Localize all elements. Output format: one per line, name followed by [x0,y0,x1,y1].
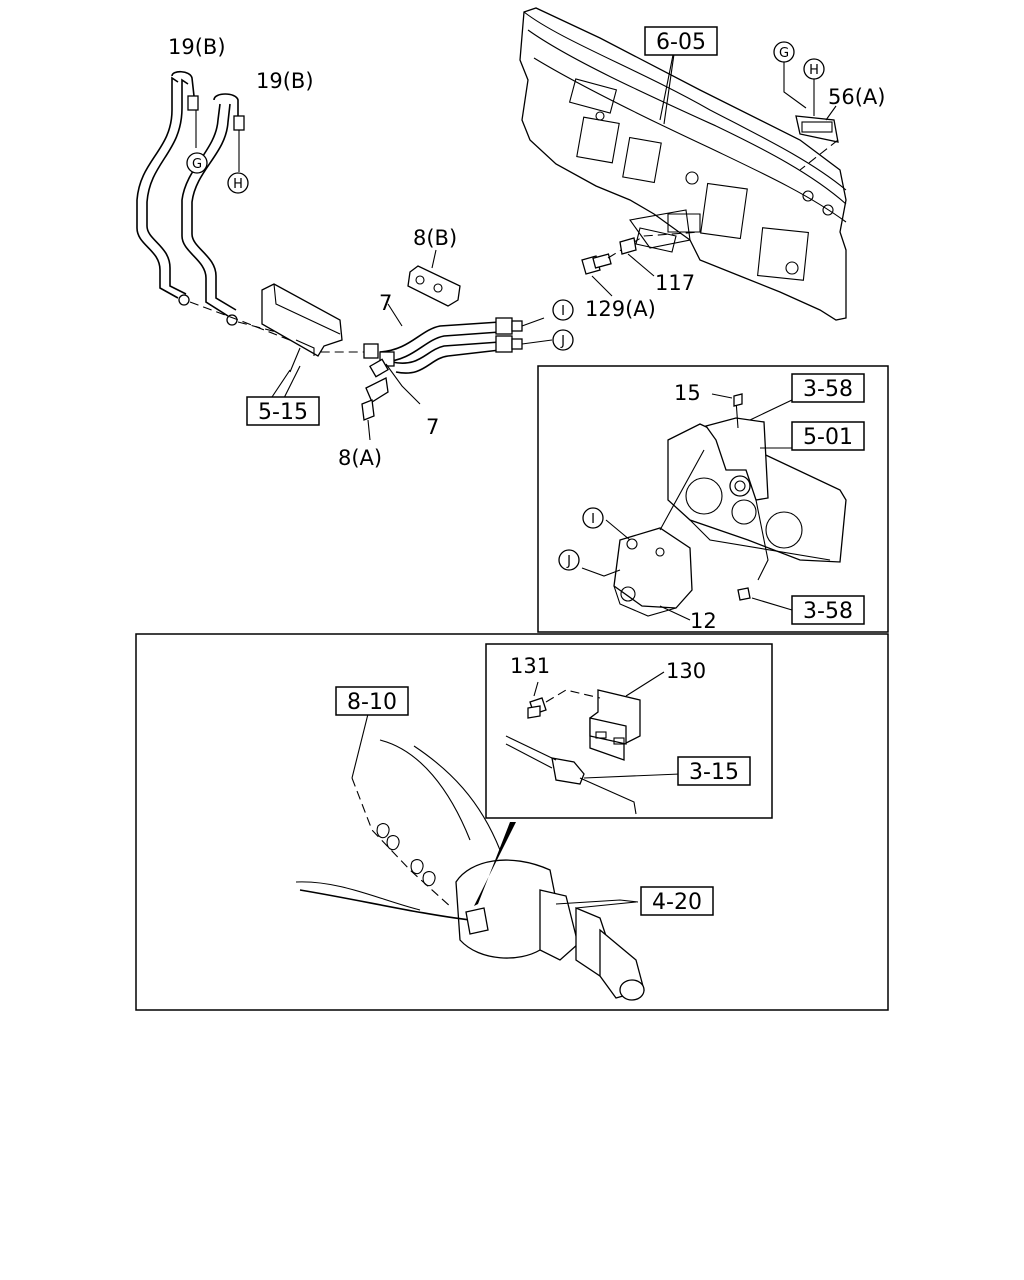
clip-8b [407,249,461,307]
part-label-12: 12 [690,609,717,633]
connector-h-icon: H [227,172,249,194]
connector-g-label: G [779,46,789,61]
bracket-3-58 [704,393,793,611]
part-label-19b: 19(B) [256,69,314,93]
ref-label: 5-15 [258,400,308,425]
connector-h-label: H [233,177,243,192]
ref-box-5-01: 5-01 [791,421,865,451]
part-label-15: 15 [674,381,701,405]
ref-label: 3-15 [689,760,739,785]
clip-8a [361,377,389,441]
part-label-117: 117 [655,271,695,295]
connector-j-icon: J [558,549,580,571]
bracket-56a [783,60,839,171]
connector-g-icon: G [773,41,795,63]
pipes-7 [363,303,553,405]
connector-i-icon: I [582,507,604,529]
ref-label: 6-05 [656,30,706,55]
connector-i-icon: I [552,299,574,321]
connector-g-icon: G [186,152,208,174]
ref-box-5-15: 5-15 [246,396,320,426]
ref-box-3-58-bottom: 3-58 [791,595,865,625]
connector-i-label: I [591,512,595,527]
connector-j-label: J [560,334,565,349]
part-label-8b: 8(B) [413,226,457,250]
clip-block-12 [581,449,705,621]
ref-label: 8-10 [347,690,397,715]
switch-assembly [505,671,681,815]
ref-box-8-10: 8-10 [335,686,409,716]
part-label-7: 7 [426,415,439,439]
inset-panel-switch [485,643,773,819]
mounting-bracket-5-15 [261,283,343,401]
part-label-56a: 56(A) [828,85,885,109]
ref-box-3-58-top: 3-58 [791,373,865,403]
ref-box-4-20: 4-20 [640,886,714,916]
ref-box-3-15: 3-15 [677,756,751,786]
part-label-8a: 8(A) [338,446,382,470]
part-label-7: 7 [379,291,392,315]
connector-g-label: G [192,157,202,172]
part-label-19b: 19(B) [168,35,226,59]
bolt-129a [581,231,701,297]
ref-box-6-05: 6-05 [644,26,718,56]
part-label-130: 130 [666,659,706,683]
ref-label: 3-58 [803,377,853,402]
ref-label: 3-58 [803,599,853,624]
cooler-pipe-assembly [136,70,366,353]
dash-panel-6-05 [519,7,847,321]
connector-j-label: J [566,554,571,569]
harness-8-10 [351,713,453,909]
ref-label: 5-01 [803,425,853,450]
detail-panel-bracket [537,365,889,633]
connector-h-icon: H [803,58,825,80]
ref-label: 4-20 [652,890,702,915]
connector-i-label: I [561,304,565,319]
transmission-4-20 [295,739,645,1001]
connector-j-icon: J [552,329,574,351]
detail-panel-transmission [135,633,889,1011]
part-label-129a: 129(A) [585,297,656,321]
connector-h-label: H [809,63,819,78]
part-label-131: 131 [510,654,550,678]
washer-117 [619,227,677,277]
